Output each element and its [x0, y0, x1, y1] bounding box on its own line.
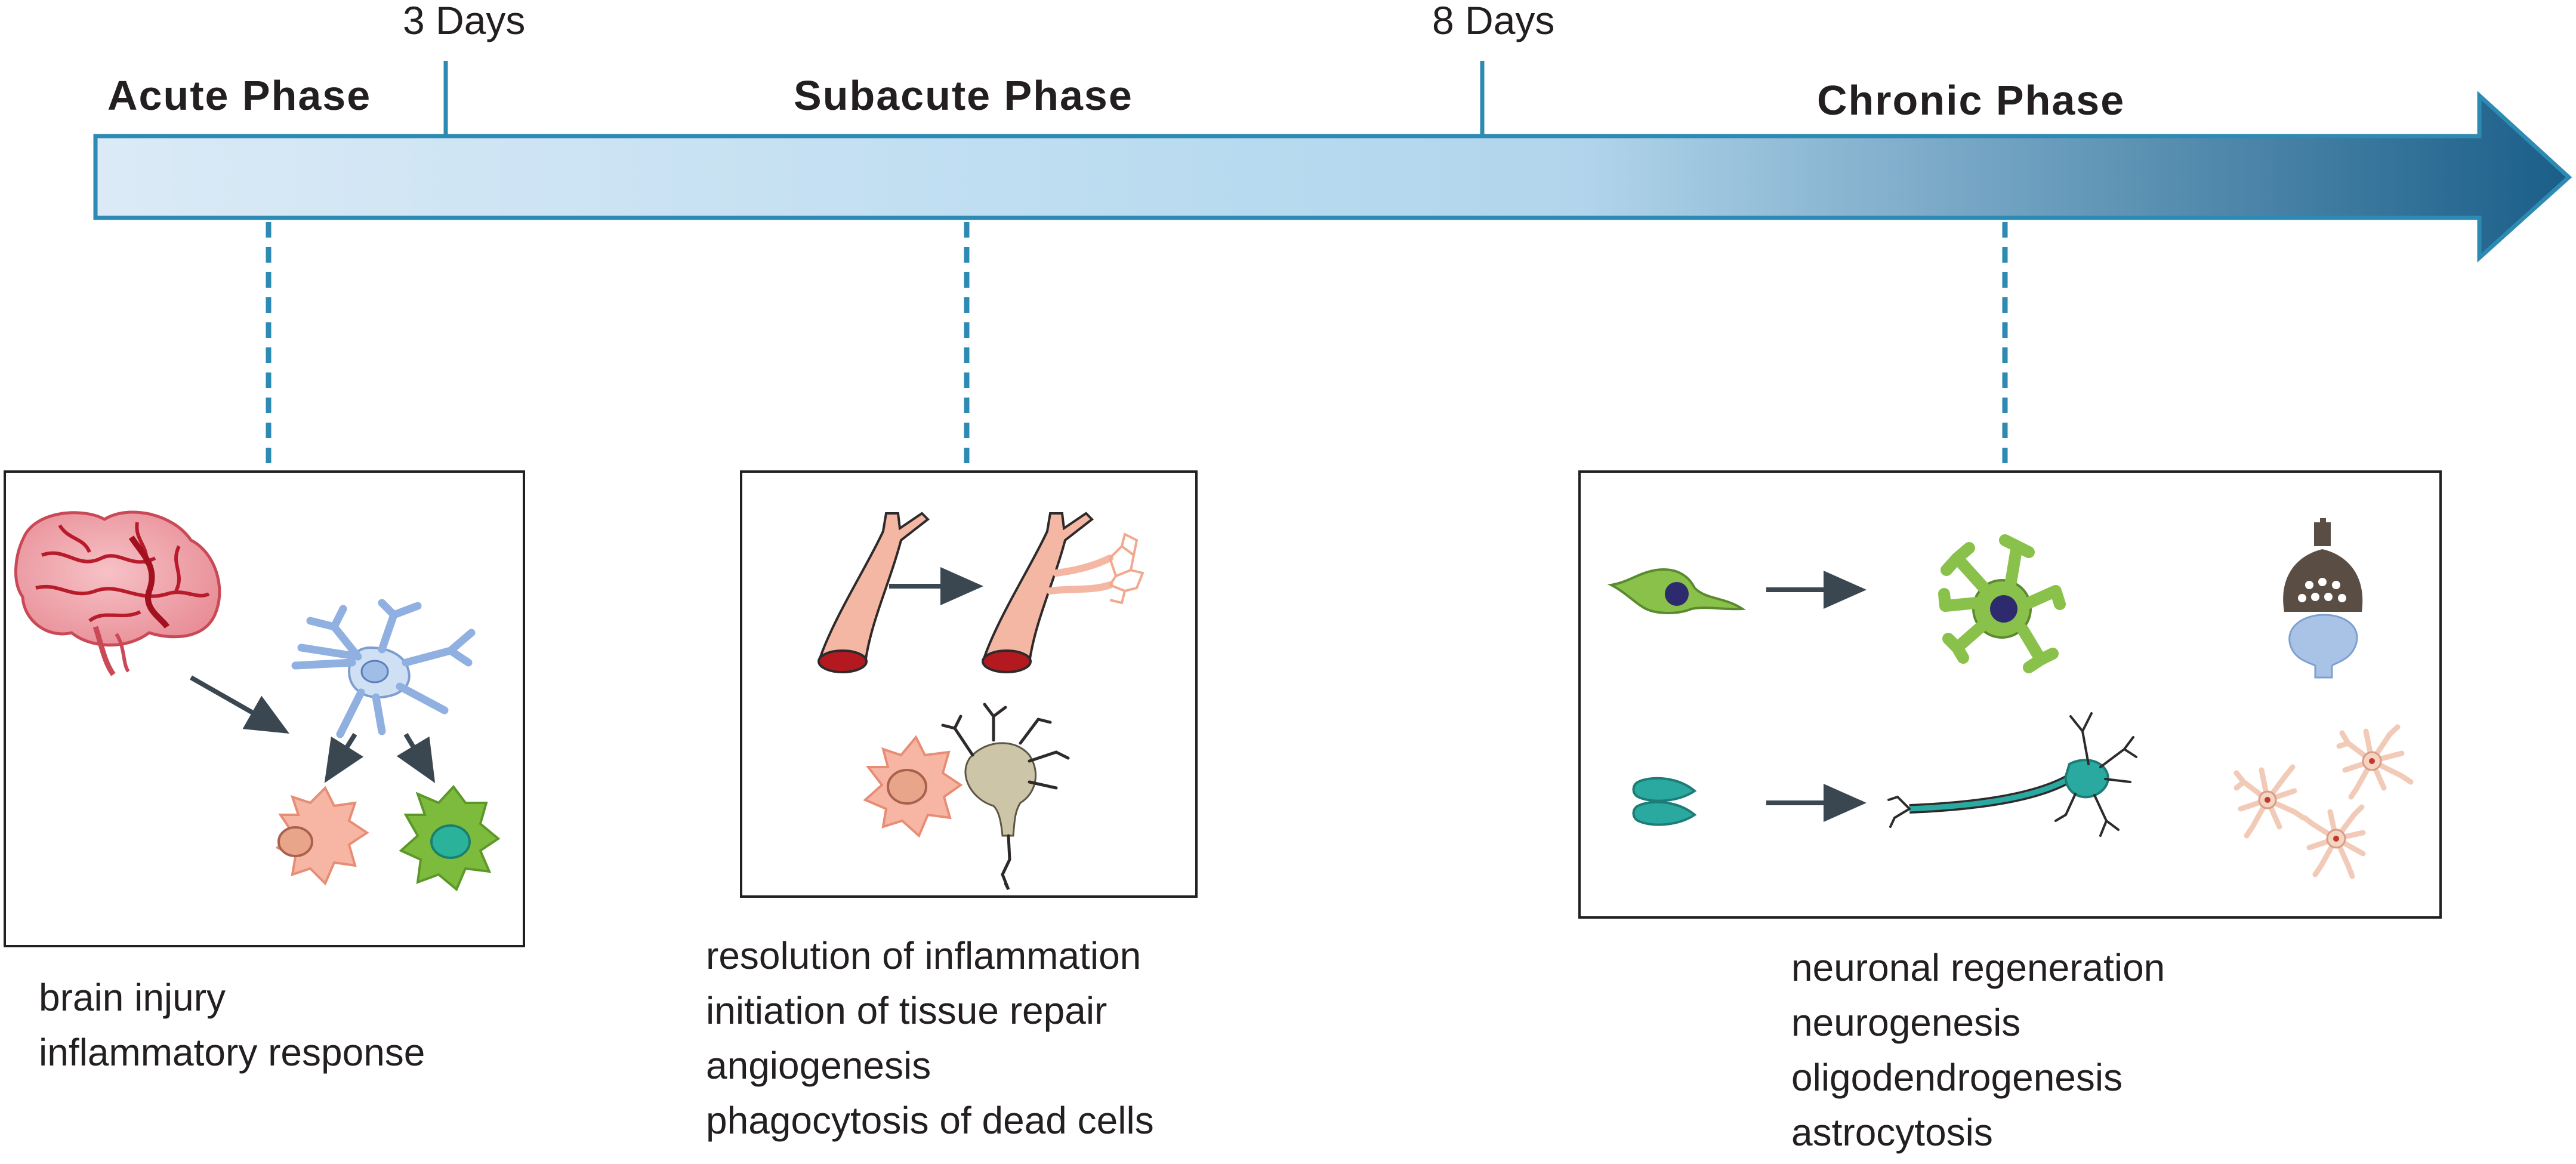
marker-label-3-days: 3 Days: [403, 0, 526, 42]
neuron-icon: [1887, 712, 2137, 837]
arrow-microglia-to-activated: [396, 732, 436, 783]
arrow-brain-to-microglia: [190, 675, 289, 734]
chronic-line: astrocytosis: [1791, 1111, 1993, 1154]
activated-microglia-icon: [399, 784, 501, 892]
phase-label-chronic: Chronic Phase: [1817, 77, 2125, 124]
chronic-line: neuronal regeneration: [1791, 946, 2165, 989]
chronic-line: oligodendrogenesis: [1791, 1056, 2123, 1099]
subacute-panel: [740, 470, 1198, 898]
blood-vessel-icon: [817, 512, 930, 673]
chronic-description: neuronal regeneration neurogenesis oligo…: [1791, 940, 2165, 1160]
sprouting-vessel-icon: [982, 512, 1144, 673]
arrow-microglia-to-macrophage: [324, 732, 364, 783]
phase-label-acute: Acute Phase: [107, 72, 372, 119]
subacute-line: angiogenesis: [706, 1044, 931, 1087]
progenitor-cell-icon: [1607, 568, 1747, 614]
dying-neuron-icon: [941, 703, 1070, 891]
astrocytes-icon: [2233, 724, 2414, 879]
subacute-line: resolution of inflammation: [706, 934, 1142, 977]
dividing-stem-cell-icon: [1632, 777, 1697, 826]
phase-label-subacute: Subacute Phase: [794, 72, 1133, 119]
macrophage-icon-subacute: [863, 735, 963, 838]
timeline-arrow: [93, 91, 2572, 263]
chronic-line: neurogenesis: [1791, 1001, 2021, 1044]
macrophage-icon: [275, 786, 369, 886]
microglia-icon: [291, 599, 476, 738]
subacute-description: resolution of inflammation initiation of…: [706, 928, 1154, 1148]
brain-icon: [14, 510, 221, 676]
marker-label-8-days: 8 Days: [1432, 0, 1555, 42]
synapse-icon: [2283, 518, 2363, 679]
acute-description: brain injury inflammatory response: [39, 970, 425, 1080]
acute-line: brain injury: [39, 976, 226, 1019]
subacute-line: phagocytosis of dead cells: [706, 1099, 1154, 1142]
oligodendrocyte-icon: [1938, 534, 2066, 673]
acute-line: inflammatory response: [39, 1031, 425, 1074]
subacute-line: initiation of tissue repair: [706, 989, 1107, 1032]
